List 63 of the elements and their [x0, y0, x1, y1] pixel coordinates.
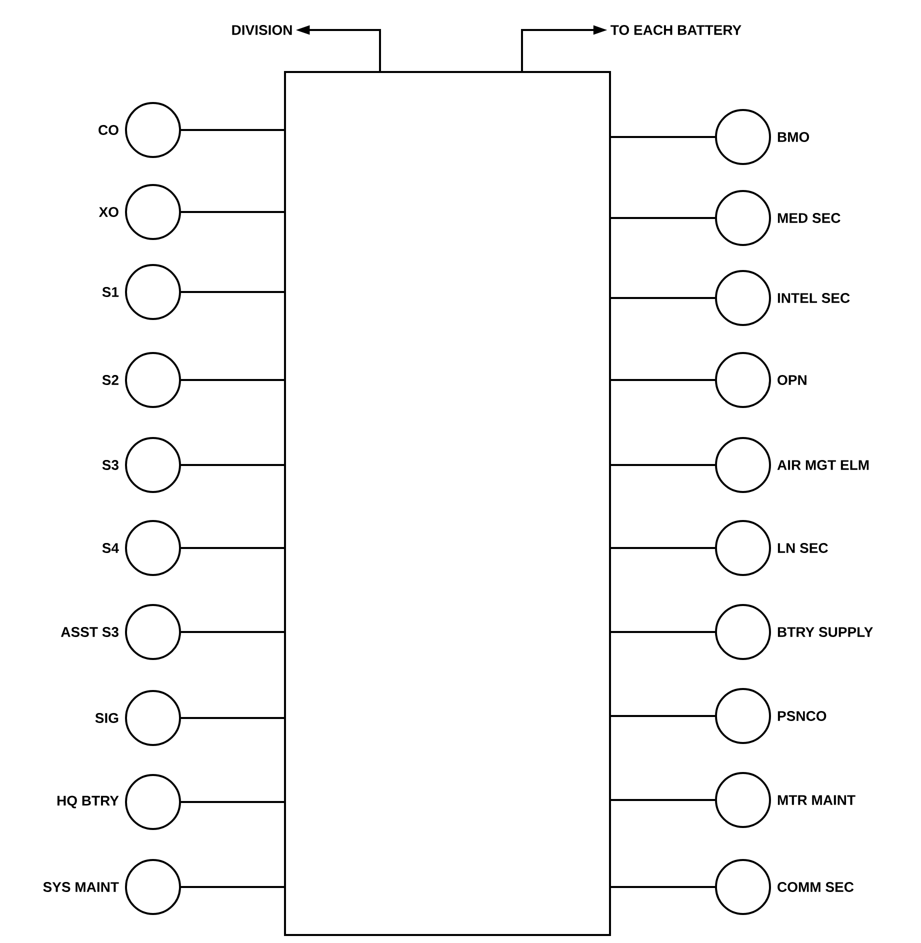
node-label: S3: [102, 460, 118, 470]
node-label: SYS MAINT: [43, 882, 119, 892]
connector-line: [181, 291, 284, 293]
node-label: PSNCO: [778, 711, 826, 721]
node-text: DIVISION: [232, 25, 292, 35]
node-label: CO: [98, 125, 118, 135]
connector-line: [181, 631, 284, 633]
connector-line: [611, 799, 715, 801]
circle-node: [125, 102, 181, 158]
circle-node: [715, 688, 771, 744]
circle-node: [715, 520, 771, 576]
circle-node: [125, 184, 181, 240]
node-label: S4: [102, 543, 119, 553]
circle-node: [125, 690, 181, 746]
node-label: BMO: [778, 132, 810, 142]
connector-line: [181, 886, 284, 888]
connector-line: [181, 211, 284, 213]
node-label: SIG: [95, 713, 118, 723]
circle-node: [125, 264, 181, 320]
connector-line: [181, 717, 284, 719]
node-label: MED SEC: [778, 213, 840, 223]
node-label: ASST S3: [61, 627, 118, 637]
node-label: AIR MGT ELM: [777, 460, 869, 470]
circle-node: [715, 270, 771, 326]
central-box: [284, 71, 611, 936]
node-label: OPN: [778, 375, 806, 385]
circle-node: [715, 604, 771, 660]
node-text: TO EACH BATTERY: [610, 25, 742, 35]
node-label: BTRY SUPPLY: [778, 627, 873, 637]
connector-line: [611, 464, 715, 466]
circle-node: [125, 520, 181, 576]
node-label: INTEL SEC: [778, 293, 850, 303]
connector-line: [611, 297, 715, 299]
circle-node: [715, 772, 771, 828]
node-label: XO: [98, 207, 118, 217]
node-label: HQ BTRY: [57, 796, 119, 808]
node-label: LN SEC: [778, 543, 828, 553]
circle-node: [715, 190, 771, 246]
node-label: MTR MAINT: [778, 795, 856, 805]
node-label: S1: [102, 287, 119, 297]
connector-line: [611, 547, 715, 549]
node-label: COMM SEC: [778, 882, 854, 892]
connector-line: [611, 886, 715, 888]
circle-node: [715, 859, 771, 915]
circle-node: [125, 774, 181, 830]
circle-node: [715, 352, 771, 408]
connector-line: [181, 547, 284, 549]
circle-node: [715, 109, 771, 165]
node-label: S2: [102, 375, 118, 385]
connector-line: [611, 379, 715, 381]
connector-line: [181, 379, 284, 381]
circle-node: [715, 437, 771, 493]
circle-node: [125, 352, 181, 408]
connector-line: [611, 136, 715, 138]
connector-line: [611, 631, 715, 633]
connector-line: [611, 715, 715, 717]
circle-node: [125, 604, 181, 660]
connector-line: [181, 801, 284, 803]
circle-node: [125, 437, 181, 493]
connector-line: [181, 464, 284, 466]
circle-node: [125, 859, 181, 915]
connector-line: [181, 129, 284, 131]
connector-line: [611, 217, 715, 219]
